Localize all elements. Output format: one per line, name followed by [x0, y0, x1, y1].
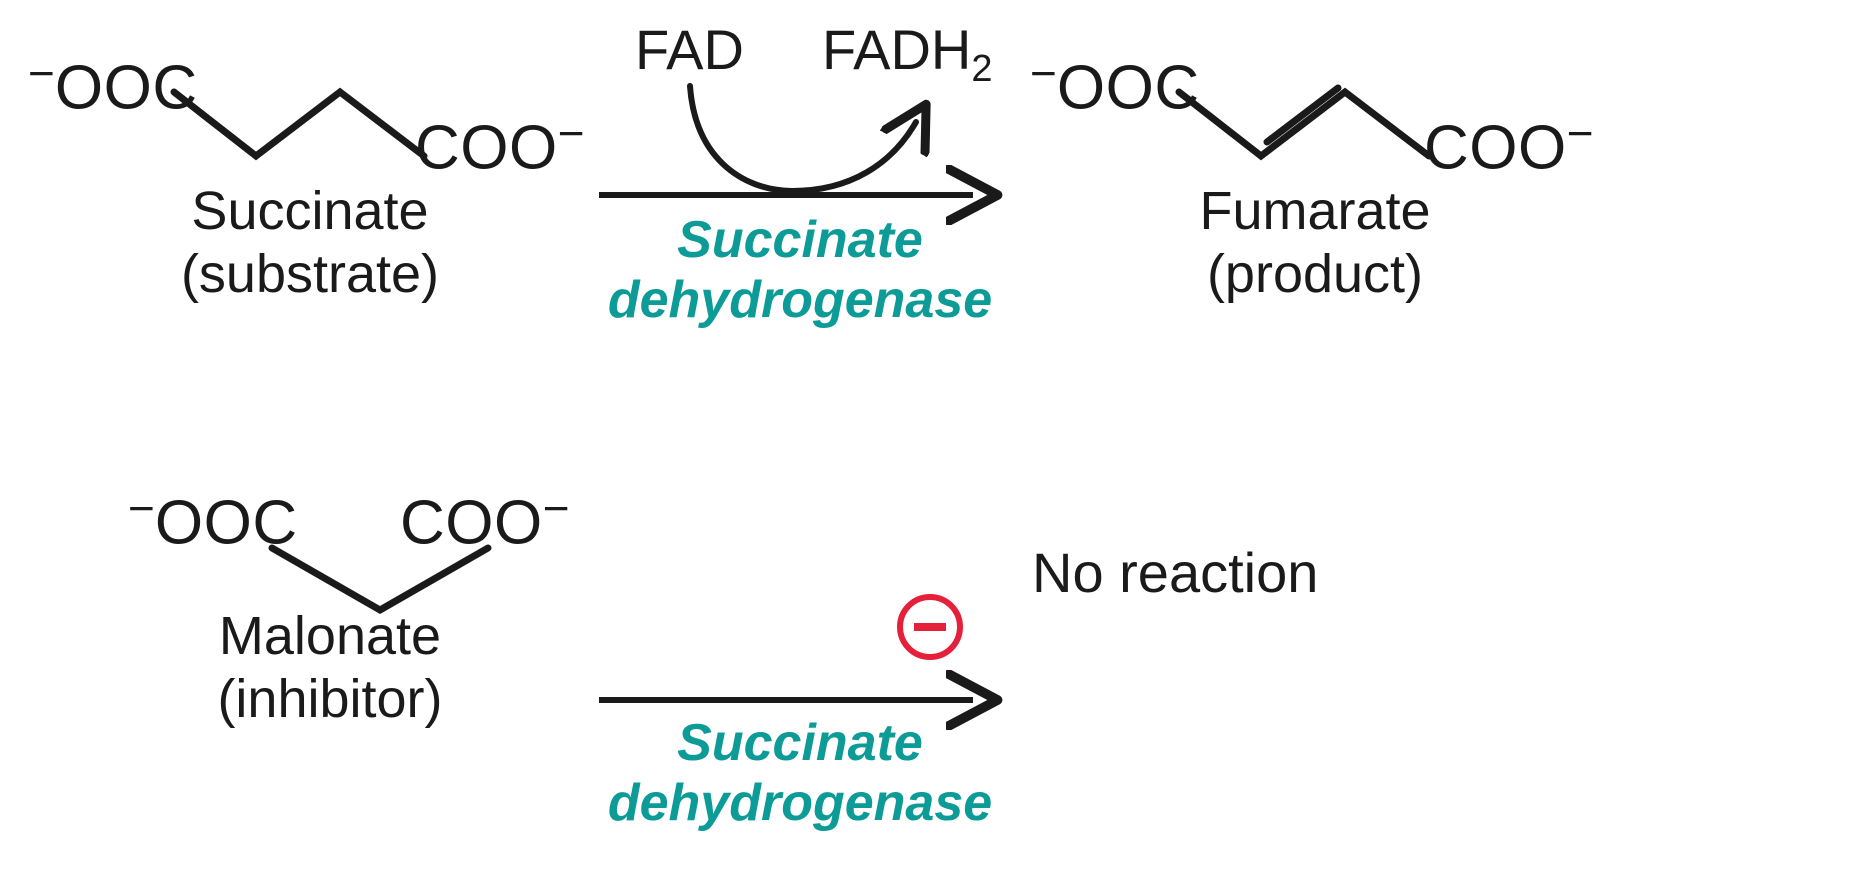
malonate-role: (inhibitor)	[217, 668, 443, 729]
fumarate-name: Fumarate	[1199, 181, 1431, 241]
fumarate-double-bond-inner-line	[1263, 84, 1342, 146]
top-enzyme-line2: dehydrogenase	[607, 271, 993, 330]
bottom-reaction-arrow	[599, 680, 1005, 720]
malonate-right-carboxylate-label: COO−	[400, 485, 570, 554]
top-enzyme-line1: Succinate	[677, 211, 923, 269]
malonate-left-ooc: OOC	[154, 488, 298, 558]
succinate-left-ooc: OOC	[54, 53, 198, 123]
inhibition-minus-icon	[897, 594, 963, 660]
bottom-enzyme-line2: dehydrogenase	[607, 774, 993, 833]
succinate-left-charge: −	[28, 47, 55, 99]
malonate-right-coo: COO	[400, 488, 543, 558]
fumarate-left-charge: −	[1030, 47, 1057, 99]
fadh2-label: FADH2	[822, 22, 993, 89]
malonate-right-charge: −	[542, 482, 570, 534]
fumarate-role: (product)	[1206, 243, 1424, 304]
bottom-enzyme-line1: Succinate	[677, 714, 923, 772]
fumarate-right-charge: −	[1566, 107, 1594, 159]
fumarate-right-carboxylate-label: COO−	[1424, 110, 1594, 179]
malonate-carbon-skeleton	[268, 544, 492, 615]
top-enzyme-label: Succinate dehydrogenase	[590, 210, 1010, 331]
malonate-left-carboxylate-label: −OOC	[128, 485, 298, 554]
fumarate-right-coo: COO	[1424, 113, 1567, 183]
fumarate-carbon-skeleton	[1175, 84, 1433, 161]
fadh2-text: FADH	[822, 18, 972, 81]
fad-label: FAD	[635, 18, 744, 81]
succinate-name: Succinate	[191, 181, 429, 241]
bottom-enzyme-label: Succinate dehydrogenase	[590, 713, 1010, 834]
succinate-name-block: Succinate (substrate)	[110, 180, 510, 305]
cofactor-curved-arrow	[687, 83, 1000, 195]
fadh2-subscript: 2	[971, 48, 993, 90]
succinate-right-charge: −	[557, 107, 585, 159]
fumarate-left-ooc: OOC	[1056, 53, 1200, 123]
fumarate-name-block: Fumarate (product)	[1115, 180, 1515, 305]
top-reaction-arrow	[599, 175, 1005, 215]
malonate-name-block: Malonate (inhibitor)	[125, 605, 535, 730]
fumarate-left-carboxylate-label: −OOC	[1030, 50, 1200, 119]
succinate-right-coo: COO	[415, 113, 558, 183]
malonate-left-charge: −	[128, 482, 155, 534]
succinate-left-carboxylate-label: −OOC	[28, 50, 198, 119]
malonate-name: Malonate	[218, 606, 442, 666]
no-reaction-label: No reaction	[1032, 541, 1319, 604]
succinate-carbon-skeleton	[170, 87, 428, 161]
succinate-role: (substrate)	[180, 243, 440, 304]
succinate-right-carboxylate-label: COO−	[415, 110, 585, 179]
